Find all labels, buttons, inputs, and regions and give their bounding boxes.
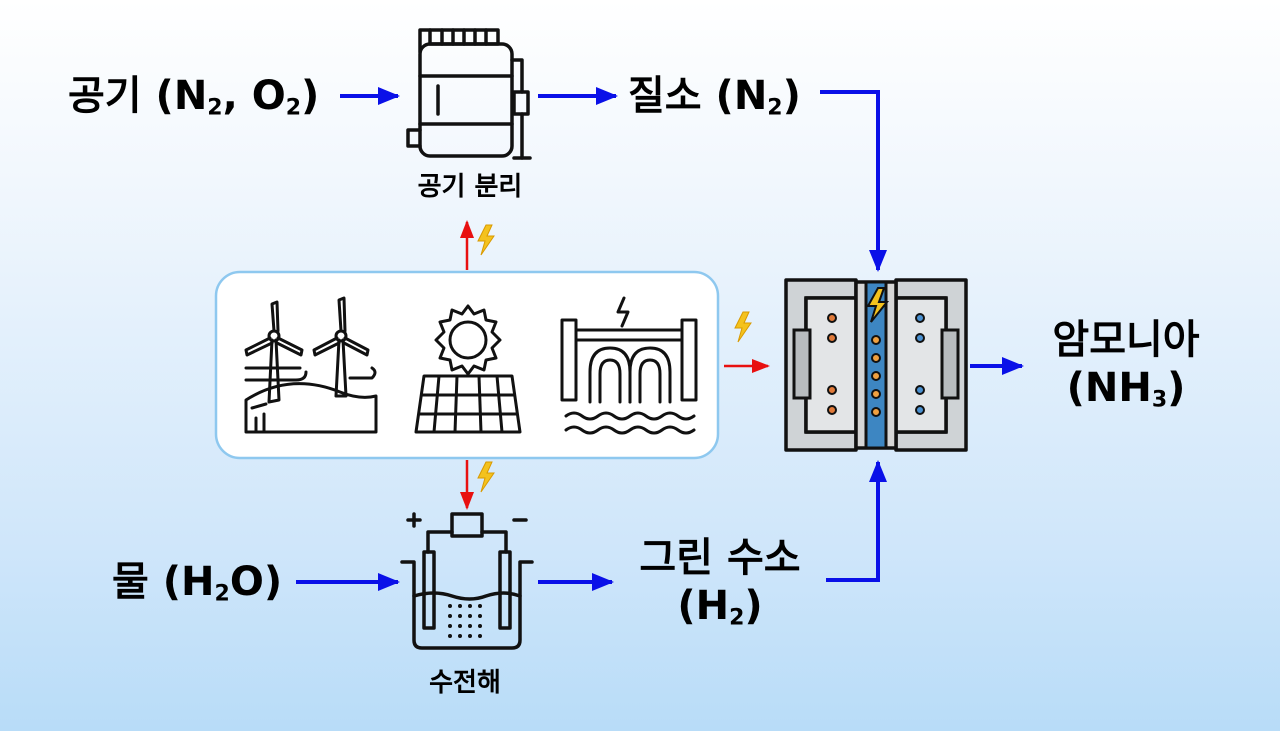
label-air-separation: 공기 분리 <box>417 172 523 202</box>
electrolyte-bubbles-icon <box>448 604 482 638</box>
label-nitrogen: 질소 (N2) <box>628 73 801 121</box>
lightning-icon-right <box>734 311 752 343</box>
arrow-nitrogen-to-reactor <box>820 90 887 272</box>
lightning-icon-bottom <box>477 461 495 493</box>
solar-panel-icon <box>414 304 522 434</box>
air-separator-icon <box>406 28 532 160</box>
ammonia-reactor-icon <box>784 278 968 452</box>
lightning-icon-top <box>477 224 495 256</box>
electrolyzer-icon <box>400 512 534 650</box>
label-green-hydrogen: 그린 수소 (H2) <box>639 535 801 631</box>
reactor-ports <box>827 313 925 417</box>
arrow-hydrogen-to-reactor <box>826 460 887 582</box>
hydropower-dam-icon <box>560 296 698 435</box>
label-water-input: 물 (H2O) <box>112 559 283 607</box>
label-electrolysis: 수전해 <box>429 668 501 698</box>
label-ammonia: 암모니아 (NH3) <box>1052 317 1200 413</box>
label-air-input: 공기 (N2, O2) <box>68 73 320 121</box>
wind-turbine-icon <box>244 296 378 434</box>
